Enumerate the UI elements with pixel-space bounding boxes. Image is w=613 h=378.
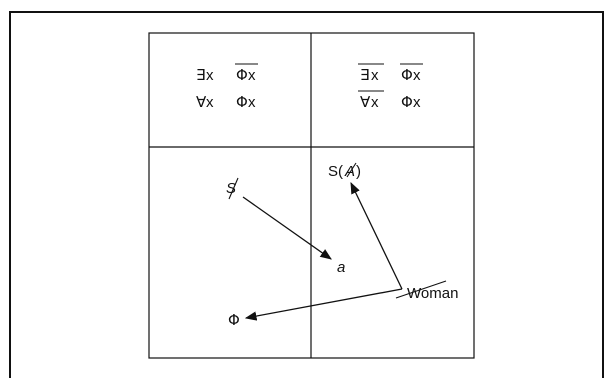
barred-s-slash	[228, 177, 239, 200]
phi-label: Φ	[228, 311, 240, 329]
arrow-barred-s-to-a	[242, 196, 332, 260]
objet-a-label: a	[337, 259, 345, 276]
signifier-close: )	[356, 163, 361, 180]
right-row2-function: Φ	[401, 93, 413, 111]
right-row2-function-variable: x	[413, 94, 421, 111]
left-row2-function-variable: x	[248, 94, 256, 111]
woman-node: Woman	[395, 280, 458, 302]
barred-s-label: S	[226, 180, 236, 197]
barred-a-slash	[346, 162, 357, 178]
left-formulas: ∃ x Φ x ∀ x Φ x	[196, 63, 258, 111]
left-row2-quantifier: ∀	[196, 93, 207, 111]
left-row2-variable: x	[206, 94, 214, 111]
right-row1-function: Φ	[401, 66, 413, 84]
woman-bar	[395, 280, 447, 299]
right-row2-quantifier: ∀	[360, 93, 371, 111]
woman-label: Woman	[407, 285, 458, 302]
right-row1-variable: x	[371, 67, 379, 84]
right-row1-function-variable: x	[413, 67, 421, 84]
outer-frame	[9, 11, 604, 378]
barred-a-label: A	[344, 163, 355, 180]
signifier-label: S(	[328, 163, 343, 180]
arrow-woman-to-signifier	[350, 181, 403, 290]
signifier-barred-a-node: S( A )	[328, 162, 361, 180]
left-row2-function: Φ	[236, 93, 248, 111]
left-row1-function-variable: x	[248, 67, 256, 84]
arrow-woman-to-phi	[244, 288, 403, 321]
barred-s-node: S	[226, 177, 239, 200]
right-row2-variable: x	[371, 94, 379, 111]
left-row1-function: Φ	[236, 66, 248, 84]
left-row1-variable: x	[206, 67, 214, 84]
right-formulas: ∃ x Φ x ∀ x Φ x	[358, 63, 423, 111]
left-row1-quantifier: ∃	[196, 66, 205, 84]
right-row1-quantifier: ∃	[360, 66, 369, 84]
